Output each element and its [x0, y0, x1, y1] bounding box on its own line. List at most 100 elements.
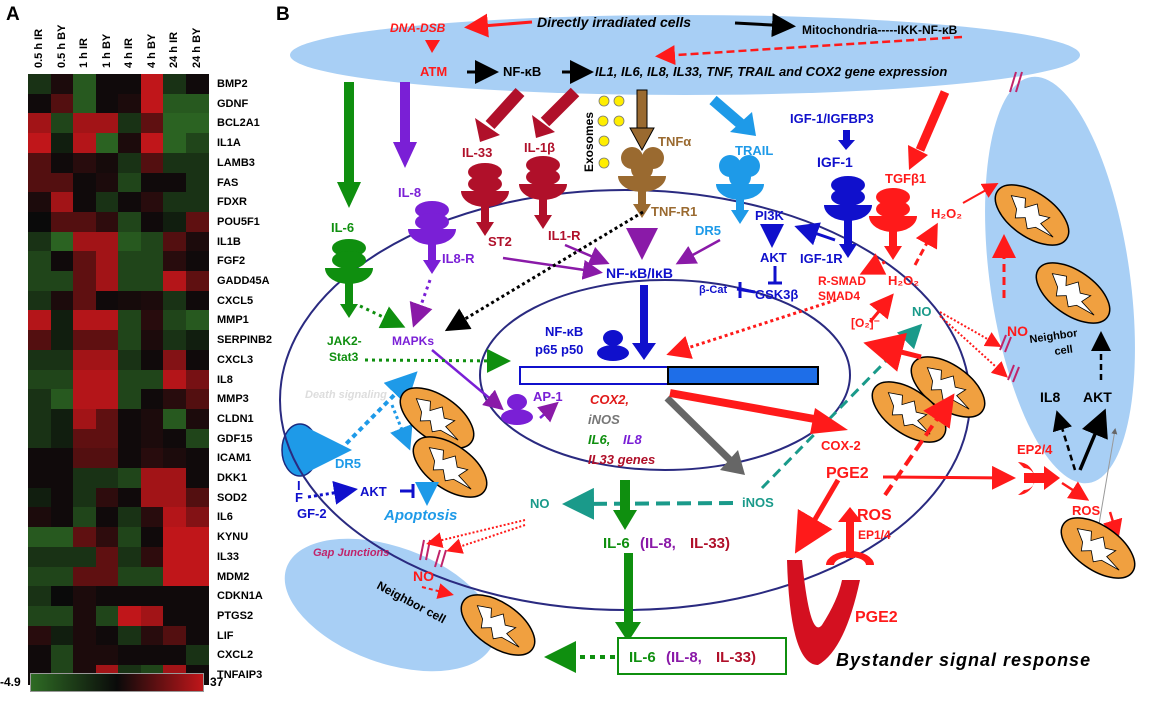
heatmap-row-label: CXCL5: [217, 294, 254, 307]
rsmad-label: R-SMAD: [818, 274, 866, 288]
igfbp3-arrow: [838, 130, 855, 150]
heatmap-cell: [140, 152, 164, 173]
heatmap-row-label: MDM2: [217, 570, 250, 583]
dr5-label: DR5: [695, 223, 721, 238]
dashed-inos-to-no: [562, 487, 734, 520]
akt-label: AKT: [760, 250, 787, 265]
heatmap-cell: [118, 369, 141, 390]
heatmap-cell: [185, 527, 209, 548]
nfkb-top-label: NF-κB: [503, 64, 541, 79]
heatmap-cell: [95, 448, 119, 469]
heatmap-cell: [185, 645, 209, 666]
heatmap-cell: [185, 369, 209, 390]
heatmap-cell: [185, 251, 209, 272]
heatmap-cell: [140, 605, 164, 627]
heatmap-cell: [28, 408, 51, 430]
heatmap-cell: [185, 310, 209, 331]
dotted-no-to-gap-right-2: [939, 315, 1008, 378]
heatmap-cell: [140, 349, 164, 370]
gap-junction-left: [419, 539, 447, 568]
heatmap-cell: [50, 408, 74, 430]
panel-b-label: B: [276, 4, 290, 25]
tnfa-arrowhead: [629, 127, 655, 152]
heatmap-cell: [185, 152, 209, 173]
heatmap-cell: [140, 211, 164, 233]
heatmap-cell: [50, 448, 74, 469]
il1b-arrowhead: [532, 115, 555, 138]
heatmap-cell: [95, 546, 119, 567]
heatmap-cell: [163, 172, 186, 193]
heatmap-cell: [163, 349, 186, 370]
heatmap-cell: [50, 487, 74, 508]
dashed-no-to-mito: [421, 583, 454, 599]
heatmap-cell: [118, 586, 141, 607]
heatmap-cell: [95, 192, 119, 213]
heatmap-column-label: 1 h IR: [78, 38, 90, 68]
dashed-h2o2-efflux: [913, 222, 938, 266]
gene-expression-label: IL1, IL6, IL8, IL33, TNF, TRAIL and COX2…: [595, 64, 947, 79]
trail-arrow: [709, 95, 746, 130]
arrow-to-cox2: [669, 389, 821, 424]
heatmap-cell: [118, 251, 141, 272]
heatmap-cell: [140, 290, 164, 311]
il33-arrow: [485, 87, 525, 130]
irradiated-source-label: Directly irradiated cells: [537, 14, 691, 30]
heatmap-cell: [163, 330, 186, 351]
heatmap-cell: [95, 586, 119, 607]
scale-max-label: 37: [210, 675, 224, 689]
ep14-arrowhead: [838, 507, 862, 522]
heatmap-cell: [50, 507, 74, 528]
heatmap-cell: [50, 527, 74, 548]
heatmap-row-label: GDF15: [217, 432, 253, 445]
heatmap-cell: [163, 251, 186, 272]
heatmap-cell: [118, 605, 141, 627]
arrow-dna-to-atm: [425, 40, 440, 53]
h2o2-in-label: H₂O₂: [888, 273, 919, 288]
heatmap-cell: [50, 645, 74, 666]
ep14-stem: [846, 520, 854, 558]
heatmap-cell: [163, 625, 186, 646]
dna-dsb-label: DNA-DSB: [390, 21, 446, 35]
heatmap-cell: [73, 271, 96, 292]
il1b-receptor: [519, 156, 567, 229]
gap-junctions-label: Gap Junctions: [313, 547, 389, 559]
heatmap-cell: [73, 448, 96, 469]
arrow-il1r-to-nfkb: [564, 243, 610, 266]
heatmap-cell: [50, 133, 74, 154]
heatmap-cell: [50, 93, 74, 114]
promoter-region: [519, 366, 669, 385]
right-neighbor-no: NO: [1007, 323, 1028, 339]
heatmap-cell: [73, 389, 96, 410]
dotted-tgfb-to-smad: [859, 253, 887, 275]
heatmap-cell: [95, 251, 119, 272]
box-il33: IL-33): [716, 649, 756, 666]
heatmap-cell: [118, 645, 141, 666]
il1r-label: IL1-R: [548, 228, 581, 243]
heatmap-row-label: LAMB3: [217, 156, 255, 169]
heatmap-cell: [73, 487, 96, 508]
heatmap-cell: [28, 152, 51, 173]
heatmap-cell: [28, 507, 51, 528]
heatmap-cell: [95, 389, 119, 410]
heatmap-cell: [73, 172, 96, 193]
mitochondrion-right-neighbor-3: [1050, 505, 1146, 591]
arrow-to-cox2-head: [810, 408, 848, 434]
st2-label: ST2: [488, 234, 512, 249]
il8-arrowhead: [393, 142, 417, 168]
heatmap-cell: [28, 389, 51, 410]
igf1r-receptor: [824, 176, 872, 258]
heatmap-cell: [140, 625, 164, 646]
heatmap-cell: [163, 290, 186, 311]
heatmap-cell: [50, 231, 74, 252]
heatmap-cell: [118, 349, 141, 370]
output-arrowhead-1: [613, 510, 637, 530]
heatmap-cell: [163, 566, 186, 587]
heatmap-cell: [163, 192, 186, 213]
heatmap-cell: [50, 271, 74, 292]
heatmap-cell: [185, 605, 209, 627]
apoptosis-label: Apoptosis: [383, 507, 457, 524]
heatmap-cell: [95, 74, 119, 95]
heatmap-cell: [28, 310, 51, 331]
no-left-label: NO: [530, 496, 550, 511]
heatmap-cell: [73, 310, 96, 331]
